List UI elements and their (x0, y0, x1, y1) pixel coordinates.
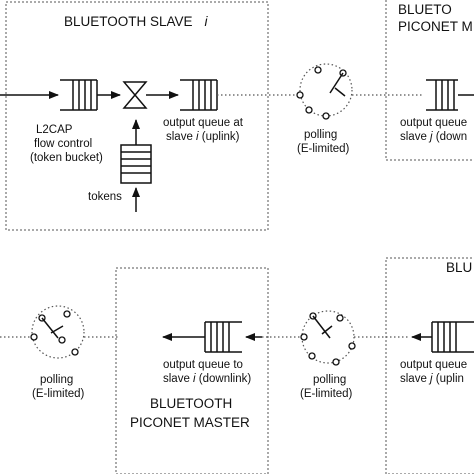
slave-queue-uplink (431, 321, 474, 353)
polling-switch-mid (300, 310, 356, 366)
l2cap-label-line1: L2CAP (36, 124, 73, 136)
polling-top-line1: polling (304, 129, 337, 141)
polling-top-line2: (E-limited) (297, 143, 350, 155)
slave-queue-bottom-line1: output queue (400, 359, 467, 371)
bluetooth-slave-box (5, 1, 269, 231)
master-queue-top-line2: slave j (down (400, 131, 467, 143)
output-queue-downlink (204, 321, 242, 353)
token-bucket-icon (120, 144, 152, 184)
bluetooth-slave-box-bottom (385, 257, 474, 474)
downlink-label-line1: output queue to (163, 359, 243, 371)
polling-switch-left (30, 305, 85, 359)
polling-left-line2: (E-limited) (32, 388, 85, 400)
polling-switch-top (296, 63, 353, 120)
piconet-master-title-line1: BLUETO (398, 2, 452, 17)
polling-mid-line1: polling (313, 374, 346, 386)
master-queue-downlink (426, 79, 458, 111)
master-box-title-line1: BLUETOOTH (150, 396, 232, 411)
token-gate-icon (122, 81, 148, 109)
piconet-master-box-top (385, 0, 474, 161)
uplink-label-line1: output queue at (163, 117, 244, 129)
l2cap-label-line2: flow control (34, 138, 92, 150)
master-box-title-line2: PICONET MASTER (130, 415, 250, 430)
polling-left-line1: polling (40, 374, 73, 386)
slave-queue-bottom-line2: slave j (uplin (400, 373, 464, 385)
slave-box-bottom-title: BLU (446, 260, 472, 275)
downlink-label-line2: slave i (downlink) (163, 373, 251, 385)
output-queue-uplink (180, 79, 218, 111)
piconet-master-box (115, 267, 269, 474)
tokens-label: tokens (88, 191, 122, 203)
polling-mid-line2: (E-limited) (300, 388, 353, 400)
l2cap-label-line3: (token bucket) (30, 152, 103, 164)
master-queue-top-line1: output queue (400, 117, 467, 129)
l2cap-queue (60, 79, 98, 111)
piconet-master-title-line2: PICONET M (398, 19, 473, 34)
uplink-label-line2: slave i (uplink) (166, 131, 240, 143)
